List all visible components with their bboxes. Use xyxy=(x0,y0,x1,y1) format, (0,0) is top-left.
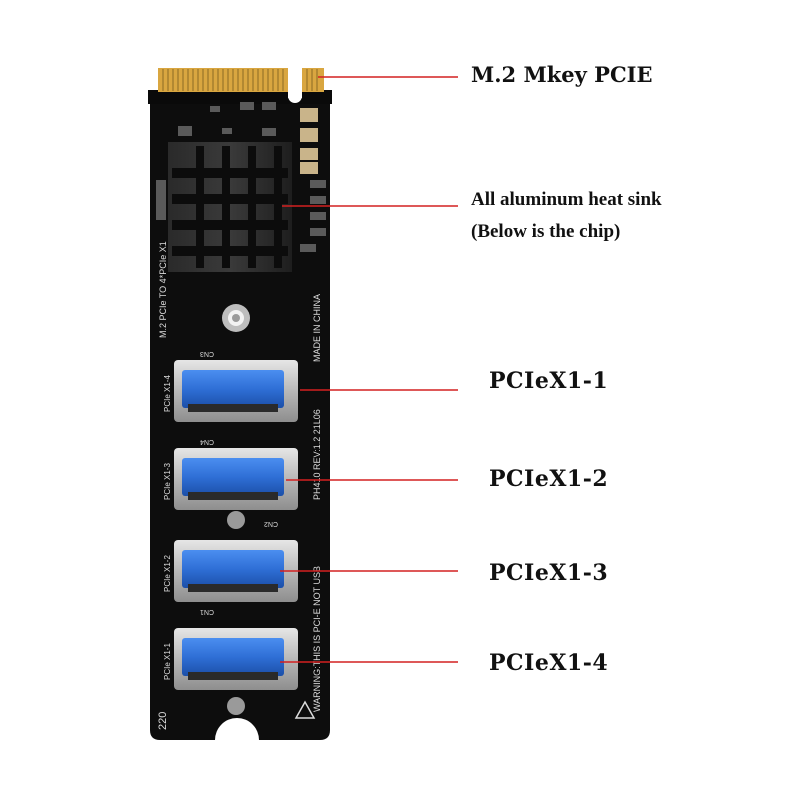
silk-port1: PCIe X1-4 xyxy=(163,375,172,412)
label-port-3: PCIeX1-3 xyxy=(489,560,609,586)
silk-cn3: CN3 xyxy=(200,350,214,357)
warning-triangle-icon xyxy=(294,700,316,719)
label-heatsink-line2: (Below is the chip) xyxy=(471,221,621,242)
callout-lines xyxy=(280,76,458,663)
silk-cn1: CN1 xyxy=(200,608,214,615)
label-heatsink-line1: All aluminum heat sink xyxy=(471,189,662,210)
standoff-lower-2 xyxy=(227,697,245,715)
usb-port-1 xyxy=(174,360,298,422)
label-connector: M.2 Mkey PCIE xyxy=(471,62,653,87)
silk-origin: MADE IN CHINA xyxy=(312,294,322,362)
silk-port3: PCIe X1-2 xyxy=(163,555,172,592)
silk-corner: 220 xyxy=(157,712,169,730)
usb-port-3 xyxy=(174,540,298,602)
label-port-1: PCIeX1-1 xyxy=(489,368,609,394)
label-heatsink: All aluminum heat sink (Below is the chi… xyxy=(471,184,662,248)
standoff-lower-1 xyxy=(227,511,245,529)
silk-port2: PCIe X1-3 xyxy=(163,463,172,500)
heat-sink xyxy=(168,142,292,272)
silk-rev: PH410 REV:1.2 21L06 xyxy=(312,409,322,500)
silk-cn4: CN4 xyxy=(200,438,214,445)
label-port-4: PCIeX1-4 xyxy=(489,650,609,676)
usb-port-4 xyxy=(174,628,298,690)
silk-cn2: CN2 xyxy=(264,520,278,527)
usb-port-2 xyxy=(174,448,298,510)
silk-warning: WARNING:THIS IS PCI-E NOT USB xyxy=(312,566,322,712)
mounting-standoff xyxy=(222,304,250,332)
smd-components xyxy=(156,102,326,252)
silk-product: M.2 PCIe TO 4*PCIe X1 xyxy=(158,241,168,338)
silk-port4: PCIe X1-1 xyxy=(163,643,172,680)
label-port-2: PCIeX1-2 xyxy=(489,466,609,492)
gold-finger-connector xyxy=(158,68,324,103)
